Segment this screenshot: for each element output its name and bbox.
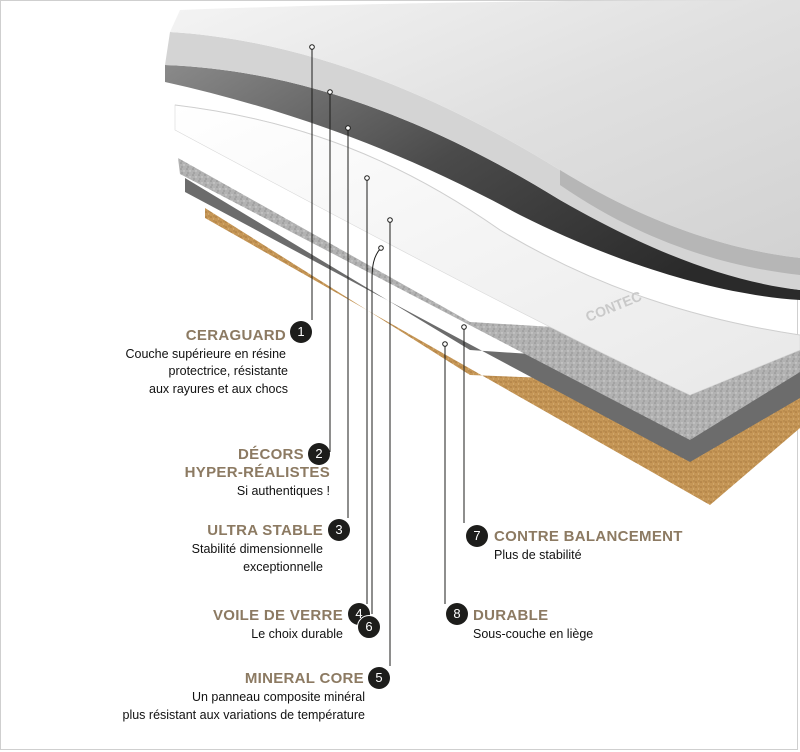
leader-dots [309, 44, 467, 347]
callout-ultra-stable: ULTRA STABLE Stabilité dimensionnelle ex… [192, 522, 323, 576]
callout-description-line: exceptionnelle [243, 560, 323, 574]
layer-ceraguard [170, 0, 800, 258]
callout-title: VOILE DE VERRE [212, 607, 343, 624]
callout-description-line: Couche supérieure en résine [125, 347, 286, 361]
callout-decors-2: HYPER-RÉALISTES Si authentiques ! [185, 464, 330, 500]
callout-description-line: Un panneau composite minéral [191, 690, 365, 704]
leader-dot-3 [345, 125, 351, 131]
callout-title: MINERAL CORE [244, 670, 364, 687]
callout-description-line: Si authentiques ! [236, 484, 330, 498]
number-badge-1: 1 [290, 321, 312, 343]
callout-mineral-core-desc: Un panneau composite minéral plus résist… [123, 688, 366, 724]
callout-description-line: Le choix durable [251, 627, 343, 641]
leader-line-6 [371, 247, 382, 614]
callout-description-line: Plus de stabilité [494, 548, 582, 562]
leader-dot-5 [387, 217, 393, 223]
callout-title: CONTRE BALANCEMENT [494, 528, 683, 545]
leader-lines [311, 47, 465, 666]
number-badge-6: 6 [357, 615, 381, 639]
callout-ceraguard-desc: protectrice, résistante aux rayures et a… [149, 362, 288, 398]
callout-title: ULTRA STABLE [207, 522, 323, 539]
leader-dot-4 [364, 175, 370, 181]
leader-dot-8 [442, 341, 448, 347]
callout-title: DÉCORS [238, 446, 304, 463]
leader-dot-6 [378, 245, 384, 251]
callout-mineral-core: MINERAL CORE [245, 670, 364, 688]
callout-decors: DÉCORS [238, 446, 304, 464]
leader-dot-1 [309, 44, 315, 50]
callout-contre-balancement: CONTRE BALANCEMENT Plus de stabilité [494, 528, 683, 564]
callout-description-line: aux rayures et aux chocs [149, 382, 288, 396]
number-badge-7: 7 [466, 525, 488, 547]
leader-dot-7 [461, 324, 467, 330]
callout-title: HYPER-RÉALISTES [184, 464, 330, 481]
top-layer-curl-shadow [560, 170, 800, 275]
leader-dot-2 [327, 89, 333, 95]
callout-voile-de-verre: VOILE DE VERRE Le choix durable [213, 607, 343, 643]
callout-durable: DURABLE Sous-couche en liège [473, 607, 593, 643]
callout-description-line: Stabilité dimensionnelle [191, 542, 323, 556]
number-badge-5: 5 [368, 667, 390, 689]
number-badge-8: 8 [446, 603, 468, 625]
callout-ceraguard: CERAGUARD Couche supérieure en résine [125, 327, 286, 363]
number-badge-2: 2 [308, 443, 330, 465]
number-badge-3: 3 [328, 519, 350, 541]
callout-description-line: plus résistant aux variations de tempéra… [122, 708, 366, 722]
callout-title: DURABLE [473, 607, 549, 624]
callout-description-line: protectrice, résistante [168, 364, 289, 378]
layer-glass-veil-edge [174, 104, 800, 336]
callout-title: CERAGUARD [185, 327, 286, 344]
callout-description-line: Sous-couche en liège [473, 627, 594, 641]
